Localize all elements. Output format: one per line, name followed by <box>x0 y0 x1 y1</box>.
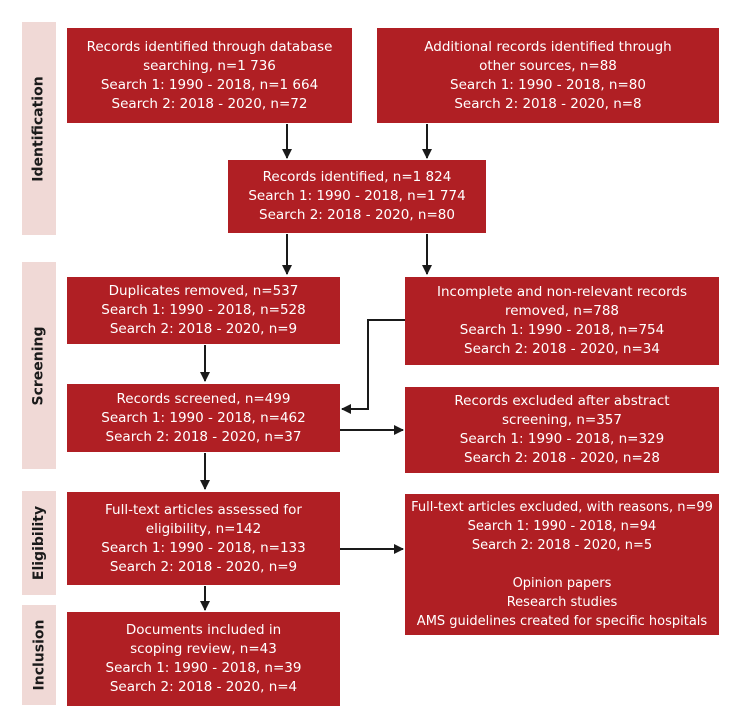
stage-identification-label: Identification <box>31 75 48 182</box>
box-line: Search 1: 1990 - 2018, n=754 <box>459 322 665 338</box>
box-database-records: Records identified through database sear… <box>67 28 352 123</box>
box-line: Full-text articles assessed for <box>104 501 302 518</box>
exclusion-reason: Opinion papers <box>512 576 612 591</box>
box-line: removed, n=788 <box>504 303 620 319</box>
box-line: eligibility, n=142 <box>145 520 262 537</box>
box-line: Search 2: 2018 - 2020, n=4 <box>109 679 298 695</box>
box-line: Search 1: 1990 - 2018, n=528 <box>101 302 306 318</box>
exclusion-reason: AMS guidelines created for specific hosp… <box>416 614 708 629</box>
box-documents-included: Documents included in scoping review, n=… <box>67 612 340 706</box>
box-records-screened: Records screened, n=499 Search 1: 1990 -… <box>67 384 340 452</box>
box-line: Search 1: 1990 - 2018, n=80 <box>450 76 646 93</box>
box-excluded-abstract: Records excluded after abstract screenin… <box>405 387 719 473</box>
box-line: Search 2: 2018 - 2020, n=9 <box>109 321 298 337</box>
box-line: searching, n=1 736 <box>143 57 276 74</box>
box-duplicates-removed: Duplicates removed, n=537 Search 1: 1990… <box>67 277 340 344</box>
box-line: Search 1: 1990 - 2018, n=462 <box>101 409 306 426</box>
box-line: Documents included in <box>125 622 282 638</box>
box-records-identified: Records identified, n=1 824 Search 1: 19… <box>228 160 486 233</box>
box-line: Duplicates removed, n=537 <box>108 283 299 299</box>
box-line: Search 2: 2018 - 2020, n=28 <box>464 450 660 466</box>
box-line: Full-text articles excluded, with reason… <box>411 500 713 515</box>
box-line: Search 2: 2018 - 2020, n=80 <box>259 207 455 223</box>
box-line: Search 2: 2018 - 2020, n=9 <box>109 558 298 575</box>
box-incomplete-removed: Incomplete and non-relevant records remo… <box>405 277 719 365</box>
box-line: Incomplete and non-relevant records <box>437 284 687 300</box>
stage-screening-label: Screening <box>31 325 47 406</box>
stage-screening: Screening <box>22 262 56 469</box>
box-spacer <box>411 555 713 574</box>
box-line: other sources, n=88 <box>479 57 617 74</box>
exclusion-reason: Research studies <box>506 595 618 610</box>
box-line: screening, n=357 <box>502 412 622 428</box>
box-line: Search 2: 2018 - 2020, n=37 <box>105 428 302 445</box>
box-other-sources: Additional records identified through ot… <box>377 28 719 123</box>
box-line: Search 2: 2018 - 2020, n=34 <box>464 341 660 357</box>
box-line: Additional records identified through <box>424 38 672 55</box>
box-line: Search 1: 1990 - 2018, n=39 <box>105 660 302 676</box>
stage-eligibility: Eligibility <box>22 491 56 595</box>
box-line: Search 2: 2018 - 2020, n=8 <box>454 95 642 112</box>
box-line: Search 1: 1990 - 2018, n=133 <box>101 539 306 556</box>
box-fulltext-excluded: Full-text articles excluded, with reason… <box>405 494 719 635</box>
arrow-incomplete-to-screened <box>341 319 405 414</box>
box-line: Search 2: 2018 - 2020, n=5 <box>471 538 653 553</box>
box-line: Records screened, n=499 <box>116 390 291 407</box>
box-line: Records identified through database <box>86 38 333 55</box>
stage-identification: Identification <box>22 22 56 235</box>
stage-eligibility-label: Eligibility <box>31 505 47 581</box>
box-line: Records excluded after abstract <box>454 393 670 409</box>
box-fulltext-assessed: Full-text articles assessed for eligibil… <box>67 492 340 585</box>
stage-inclusion-label: Inclusion <box>31 619 47 691</box>
box-line: Search 1: 1990 - 2018, n=1 774 <box>248 188 466 204</box>
box-line: scoping review, n=43 <box>130 641 277 657</box>
box-line: Search 2: 2018 - 2020, n=72 <box>111 95 308 112</box>
box-line: Records identified, n=1 824 <box>262 169 452 185</box>
box-line: Search 1: 1990 - 2018, n=329 <box>459 431 665 447</box>
stage-inclusion: Inclusion <box>22 605 56 705</box>
box-line: Search 1: 1990 - 2018, n=1 664 <box>100 76 319 93</box>
box-line: Search 1: 1990 - 2018, n=94 <box>467 519 657 534</box>
